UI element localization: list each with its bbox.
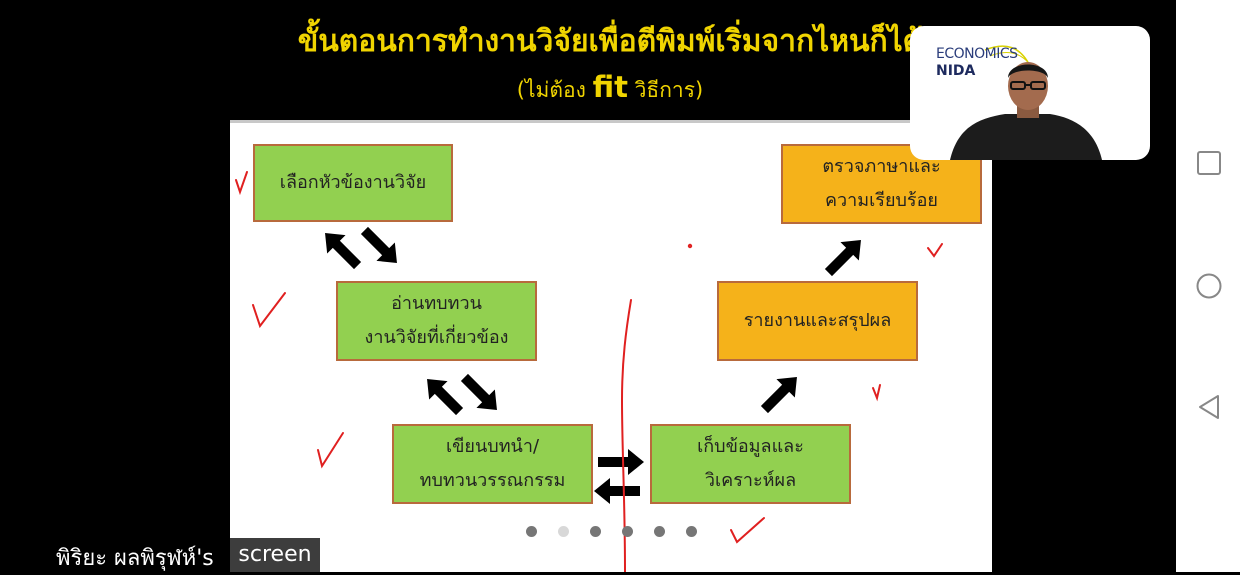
check-mark-icon [730,517,765,544]
person-shirt [950,114,1102,160]
back-icon[interactable] [1196,394,1222,420]
webcam-scene [950,45,1102,160]
arrow-right-icon [598,449,644,475]
check-mark-icon [235,171,248,196]
check-mark-icon [252,292,286,329]
divider-pen-stroke [620,299,632,572]
logo-economics: ECONOMICS [936,46,1018,62]
arrow-left-icon [594,478,640,504]
android-nav-bar [1176,0,1240,572]
slide-subtitle: (ไม่ต้อง fit วิธีการ) [516,70,704,104]
page-dot[interactable] [590,526,601,537]
slide-title: ขั้นตอนการทำงานวิจัยเพื่อตีพิมพ์เริ่มจาก… [297,24,923,59]
home-icon[interactable] [1196,273,1222,299]
box-literature-review: อ่านทบทวน งานวิจัยที่เกี่ยวข้อง [336,281,537,361]
page-dot[interactable] [558,526,569,537]
page-dot[interactable] [686,526,697,537]
arrow-up-left-icon [315,223,367,275]
slide-top-border [230,120,992,123]
box-collect-analyze: เก็บข้อมูลและ วิเคราะห์ผล [650,424,851,504]
webcam-video[interactable]: ECONOMICS NIDA [910,26,1150,160]
arrow-up-right-icon [819,230,871,282]
page-dot[interactable] [526,526,537,537]
box-report-conclude: รายงานและสรุปผล [717,281,918,361]
pen-dot [687,243,693,249]
check-mark-icon [927,243,943,258]
logo-nida: NIDA [936,63,976,79]
page-dot[interactable] [654,526,665,537]
box-write-introduction: เขียนบทนำ/ ทบทวนวรรณกรรม [392,424,593,504]
box-choose-topic: เลือกหัวข้องานวิจัย [253,144,453,222]
arrow-up-right-icon [755,367,807,419]
arrow-down-right-icon [355,221,407,273]
screen-tag: screen [230,538,320,572]
presenter-name: พิริยะ ผลพิรุฬห์'s [56,546,214,571]
check-mark-icon [872,384,881,402]
recent-apps-icon[interactable] [1196,150,1222,176]
arrow-down-right-icon [455,368,507,420]
check-mark-icon [317,432,344,469]
page-dot[interactable] [622,526,633,537]
arrow-up-left-icon [417,369,469,421]
